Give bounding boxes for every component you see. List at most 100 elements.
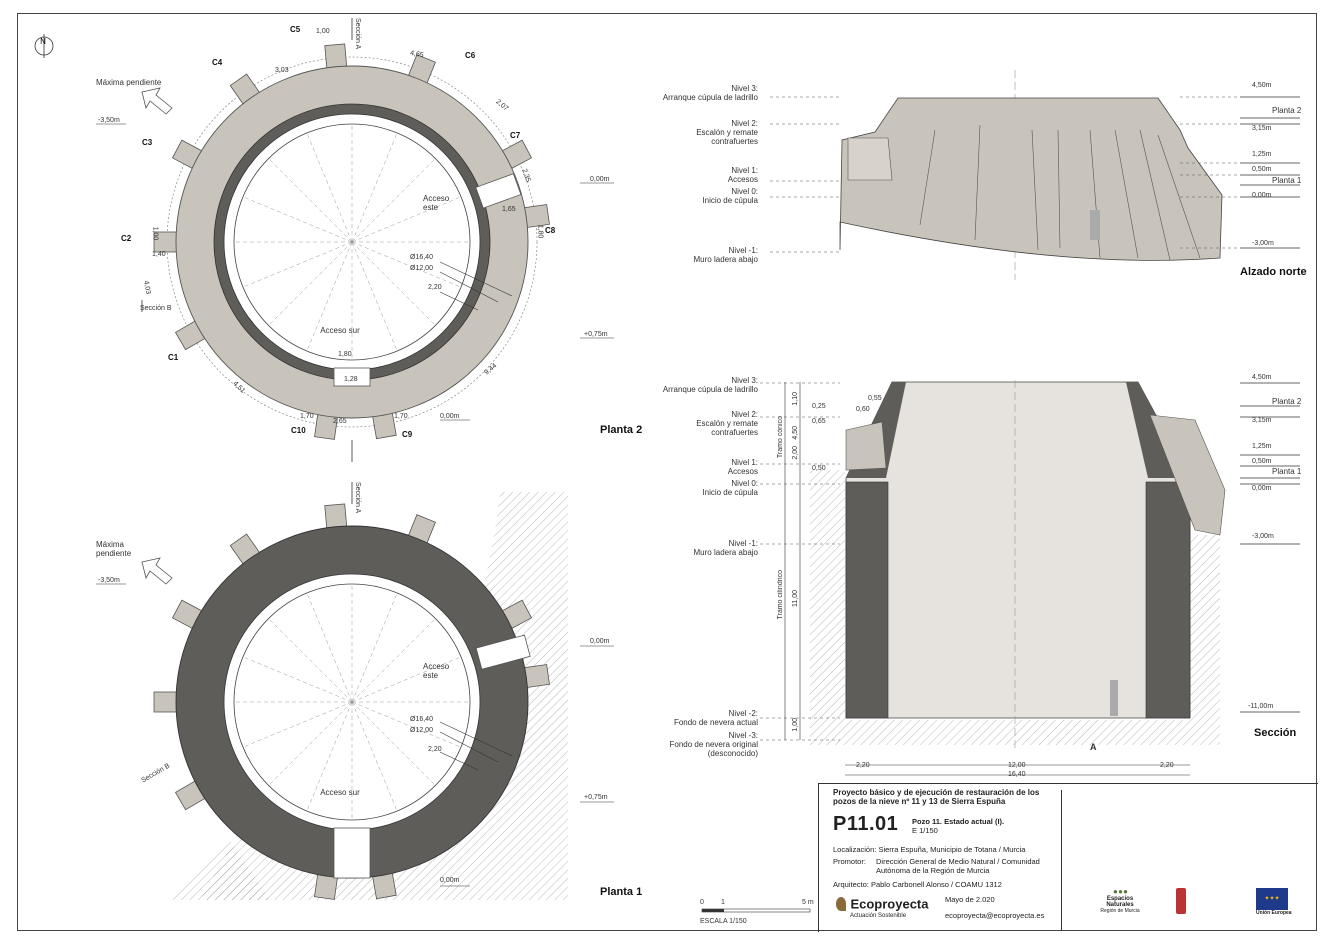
sec-level-2: Nivel 2:Escalón y remate contrafuertes (696, 410, 758, 437)
bdim-220a: 2,20 (856, 762, 870, 769)
level-p2-south: 0,00m (440, 413, 460, 420)
radial-ray (351, 158, 436, 243)
level-p1-south: 0,00m (440, 877, 460, 884)
radial-ray (351, 592, 398, 703)
access-east-p1: Acceso este (423, 662, 450, 680)
slope-arrow-p1-icon (141, 557, 173, 585)
radial-ray (306, 592, 353, 703)
scale-bar (701, 908, 811, 913)
human-figure-section-icon (1110, 680, 1118, 716)
radial-ray (268, 701, 353, 786)
promoter: Dirección General de Medio Natural / Com… (876, 857, 1040, 875)
radial-ray (351, 656, 462, 703)
vdim-100: 1,00 (792, 718, 799, 732)
section-a-p1: Sección A (354, 482, 361, 514)
elev-r-125: 1,25m (1252, 151, 1272, 158)
dim-1-80-p2: 1,80 (536, 224, 544, 239)
sec-r-125: 1,25m (1252, 443, 1272, 450)
sdim-055: 0,55 (868, 395, 882, 402)
elev-r-m300: -3,00m (1252, 240, 1274, 247)
radial-ray (306, 701, 353, 812)
buttress-c5-p2: C5 (290, 25, 301, 34)
level-p1-east: 0,00m (590, 638, 610, 645)
level-p2-east: 0,00m (590, 176, 610, 183)
radial-ray (351, 241, 462, 288)
slope-label-p1: Máxima pendiente (96, 540, 132, 558)
section-a-p2: Sección A (354, 18, 361, 50)
region-murcia-logo (1176, 888, 1186, 914)
level-p1-west: -3,50m (98, 577, 120, 584)
sec-level-m2: Nivel -2:Fondo de nevera actual (673, 709, 758, 727)
plan-2-drawing: N (34, 18, 614, 462)
diam-inner-p1: Ø12,00 (410, 727, 433, 734)
elev-r-315: 3,15m (1252, 125, 1272, 132)
level-p2-west: -3,50m (98, 117, 120, 124)
access-east-p2: Acceso este (423, 194, 450, 212)
radial-ray (306, 132, 353, 243)
location-row: Localización: Sierra Espuña, Municipio d… (833, 845, 1026, 854)
radial-ray (351, 618, 436, 703)
sec-level-m3: Nivel -3:Fondo de nevera original (desco… (669, 731, 758, 758)
title-block (818, 783, 1318, 932)
section-drawing (760, 380, 1300, 776)
radial-ray (242, 241, 353, 288)
date: Mayo de 2.020 (945, 895, 995, 904)
tramo-conico: Tramo cónico (777, 416, 784, 459)
tramo-cilindrico: Tramo cilíndrico (777, 570, 784, 620)
radial-ray (242, 701, 353, 748)
level-p1-se: +0,75m (584, 794, 608, 801)
buttress-c4-p2: C4 (212, 58, 223, 67)
sdim-060: 0,60 (856, 406, 870, 413)
eu-flag-logo: ✦✦✦ Unión Europea (1256, 888, 1292, 916)
sec-r-m300: -3,00m (1252, 533, 1274, 540)
promoter-label: Promotor: (833, 857, 866, 866)
sheet-title: Pozo 11. Estado actual (I). (912, 817, 1005, 826)
diam-outer-p2: Ø16,40 (410, 254, 433, 261)
vdim-450: 4,50 (792, 426, 799, 440)
dim-access-south-p2: 1,80 (338, 351, 352, 358)
dim-3-03-p2: 3,03 (275, 67, 289, 74)
thickness-p1: 2,20 (428, 746, 442, 753)
sec-r-planta2: Planta 2 (1272, 397, 1302, 406)
radial-ray (268, 158, 353, 243)
email: ecoproyecta@ecoproyecta.es (945, 911, 1045, 920)
point-a: A (1090, 742, 1097, 752)
buttress-c2-p2: C2 (121, 234, 132, 243)
espacios-naturales-logo: ● ● ● Espacios Naturales Región de Murci… (1100, 887, 1140, 914)
project-title: Proyecto básico y de ejecución de restau… (833, 788, 1040, 806)
sdim-065: 0,65 (812, 418, 826, 425)
dim-gap-p2: 1,28 (344, 376, 358, 383)
sec-level-m1: Nivel -1:Muro ladera abajo (693, 539, 758, 557)
sheet-scale: E 1/150 (912, 826, 938, 835)
elev-level-m1: Nivel -1:Muro ladera abajo (693, 246, 758, 264)
radial-ray (351, 701, 462, 748)
plan-code: P11.01 (833, 813, 899, 835)
vdim-1100: 11,00 (792, 590, 799, 607)
elev-level-3: Nivel 3:Arranque cúpula de ladrillo (662, 84, 758, 102)
vdim-110: 1,10 (792, 392, 799, 406)
diam-inner-p2: Ø12,00 (410, 265, 433, 272)
dim-1-70a-p2: 1,70 (300, 413, 314, 420)
sec-r-450: 4,50m (1252, 374, 1272, 381)
sec-level-0: Nivel 0:Inicio de cúpula (702, 479, 758, 497)
buttress-c9-p2: C9 (402, 430, 413, 439)
dim-1-00-top-p2: 1,00 (316, 28, 330, 35)
drawing-frame (17, 13, 1317, 931)
dim-1-70b-p2: 1,70 (394, 413, 408, 420)
dim-1-40-w-p2: 1,40 (152, 251, 166, 258)
radial-ray (351, 196, 462, 243)
radial-ray (306, 241, 353, 352)
scale-5: 5 m (802, 899, 814, 906)
ecoproyecta-logo: Ecoproyecta Actuación Sostenible (836, 895, 929, 919)
sdim-025: 0,25 (812, 403, 826, 410)
radial-ray (351, 241, 436, 326)
diam-outer-p1: Ø16,40 (410, 716, 433, 723)
north-label: N (40, 37, 46, 46)
sdim-050: 0,50 (812, 465, 826, 472)
elevation-title: Alzado norte (1240, 266, 1307, 278)
bdim-1200: 12,00 (1008, 762, 1026, 769)
elev-level-0: Nivel 0:Inicio de cúpula (702, 187, 758, 205)
sec-r-000: 0,00m (1252, 485, 1272, 492)
thickness-p2: 2,20 (428, 284, 442, 291)
buttress-c3-p2: C3 (142, 138, 153, 147)
